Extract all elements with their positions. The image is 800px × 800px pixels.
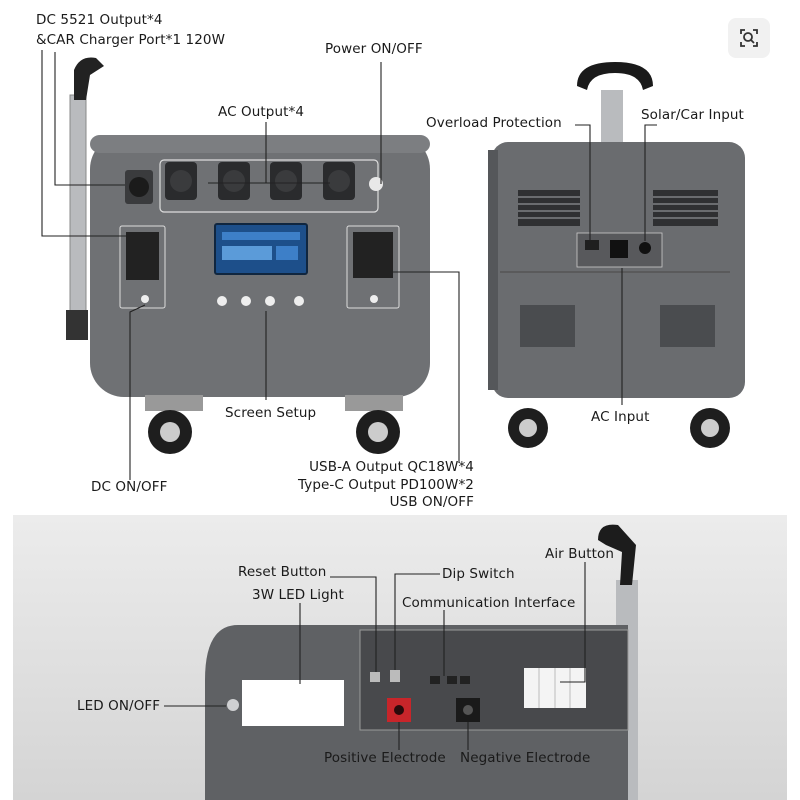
label-solar-car: Solar/Car Input [641,107,744,123]
label-led-onoff: LED ON/OFF [77,698,161,714]
overload-breaker [585,240,599,250]
label-power: Power ON/OFF [325,41,423,57]
dip-switch [390,670,400,682]
closeup-handle [598,524,636,585]
usb-ports-block [353,232,393,278]
comm-port-2 [447,676,457,684]
closeup-unit [205,524,638,800]
comm-port-1 [430,676,440,684]
zoom-lens-icon [740,29,758,47]
label-car-charger: &CAR Charger Port*1 120W [36,32,226,48]
back-handle-pole [601,90,623,146]
label-led-light: 3W LED Light [252,587,344,603]
ac-input-socket [610,240,628,258]
back-lower-vents [520,305,715,347]
label-screen-setup: Screen Setup [225,405,317,421]
dc-onoff-button [141,295,149,303]
label-usb-a: USB-A Output QC18W*4 [309,459,474,475]
front-unit [66,57,430,454]
back-handle-grip [577,62,653,90]
front-handle-grip [74,57,104,100]
screen-buttons [217,296,304,306]
led-onoff-switch [227,699,239,711]
label-negative: Negative Electrode [460,750,591,766]
front-handle-base [66,310,88,340]
label-dip: Dip Switch [442,566,515,582]
power-button [369,177,383,191]
car-charger-port [129,177,149,197]
label-ac-input: AC Input [591,409,650,425]
label-comm: Communication Interface [402,595,576,611]
label-dc-output: DC 5521 Output*4 [36,12,163,28]
label-ac-output: AC Output*4 [218,104,305,120]
front-wheels [145,395,403,454]
label-reset: Reset Button [238,564,327,580]
leader-lines [41,50,657,750]
back-body [492,142,745,398]
label-usb-onoff: USB ON/OFF [389,494,474,510]
label-overload: Overload Protection [426,115,562,131]
back-wheels [508,408,730,448]
label-type-c: Type-C Output PD100W*2 [298,477,474,493]
label-dc-onoff: DC ON/OFF [91,479,168,495]
usb-onoff-button [370,295,378,303]
front-handle-pole [69,94,87,336]
usb-panel [346,225,400,309]
ac-outlets [165,162,355,200]
dc-ports-block [126,232,159,280]
dc-panel [119,225,166,309]
label-positive: Positive Electrode [324,750,446,766]
back-unit [488,62,745,448]
led-light-panel [242,680,344,726]
comm-port-3 [460,676,470,684]
solar-car-input [639,242,651,254]
reset-button [370,672,380,682]
label-air: Air Button [545,546,615,562]
zoom-button[interactable] [728,18,770,58]
